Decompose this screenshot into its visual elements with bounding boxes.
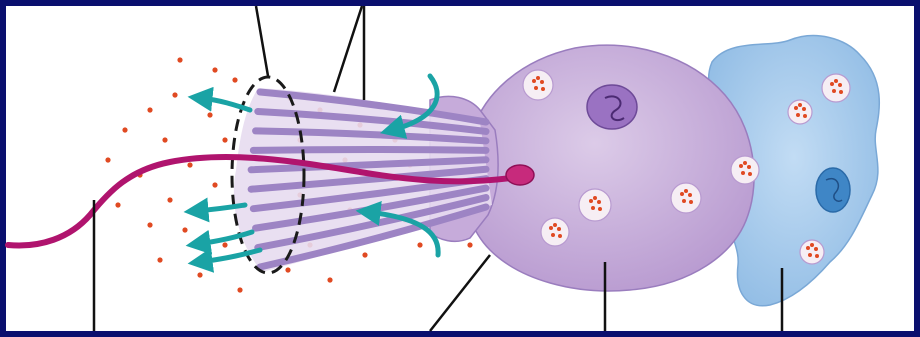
- food-particle: [172, 92, 177, 97]
- food-particle: [182, 227, 187, 232]
- food-vacuole: [541, 218, 569, 246]
- microvillus: [253, 150, 486, 151]
- food-particle: [167, 197, 172, 202]
- food-particle: [222, 137, 227, 142]
- food-particle: [362, 252, 367, 257]
- food-particle: [237, 287, 242, 292]
- food-particle: [157, 257, 162, 262]
- food-vacuole: [579, 189, 611, 221]
- food-particle: [147, 107, 152, 112]
- food-particle: [285, 267, 290, 272]
- choanocyte-cell-body: [464, 45, 754, 291]
- food-particle: [187, 162, 192, 167]
- food-particle: [212, 182, 217, 187]
- food-vacuole: [800, 240, 824, 264]
- choanocyte-nucleus: [587, 85, 637, 129]
- food-particle: [197, 272, 202, 277]
- food-particle: [232, 77, 237, 82]
- food-particle: [467, 242, 472, 247]
- food-particle: [115, 202, 120, 207]
- amoebocyte-nucleus: [816, 168, 850, 212]
- food-particle: [105, 157, 110, 162]
- food-particle: [177, 57, 182, 62]
- food-vacuole: [822, 74, 850, 102]
- food-vacuole: [671, 183, 701, 213]
- food-vacuole: [788, 100, 812, 124]
- food-vacuole: [731, 156, 759, 184]
- flagellum-base: [506, 165, 534, 185]
- food-particle: [327, 277, 332, 282]
- food-particle: [417, 242, 422, 247]
- food-particle: [212, 67, 217, 72]
- food-particle: [122, 127, 127, 132]
- food-particle: [147, 222, 152, 227]
- food-vacuole: [523, 70, 553, 100]
- food-particle: [207, 112, 212, 117]
- food-particle: [222, 242, 227, 247]
- food-particle: [162, 137, 167, 142]
